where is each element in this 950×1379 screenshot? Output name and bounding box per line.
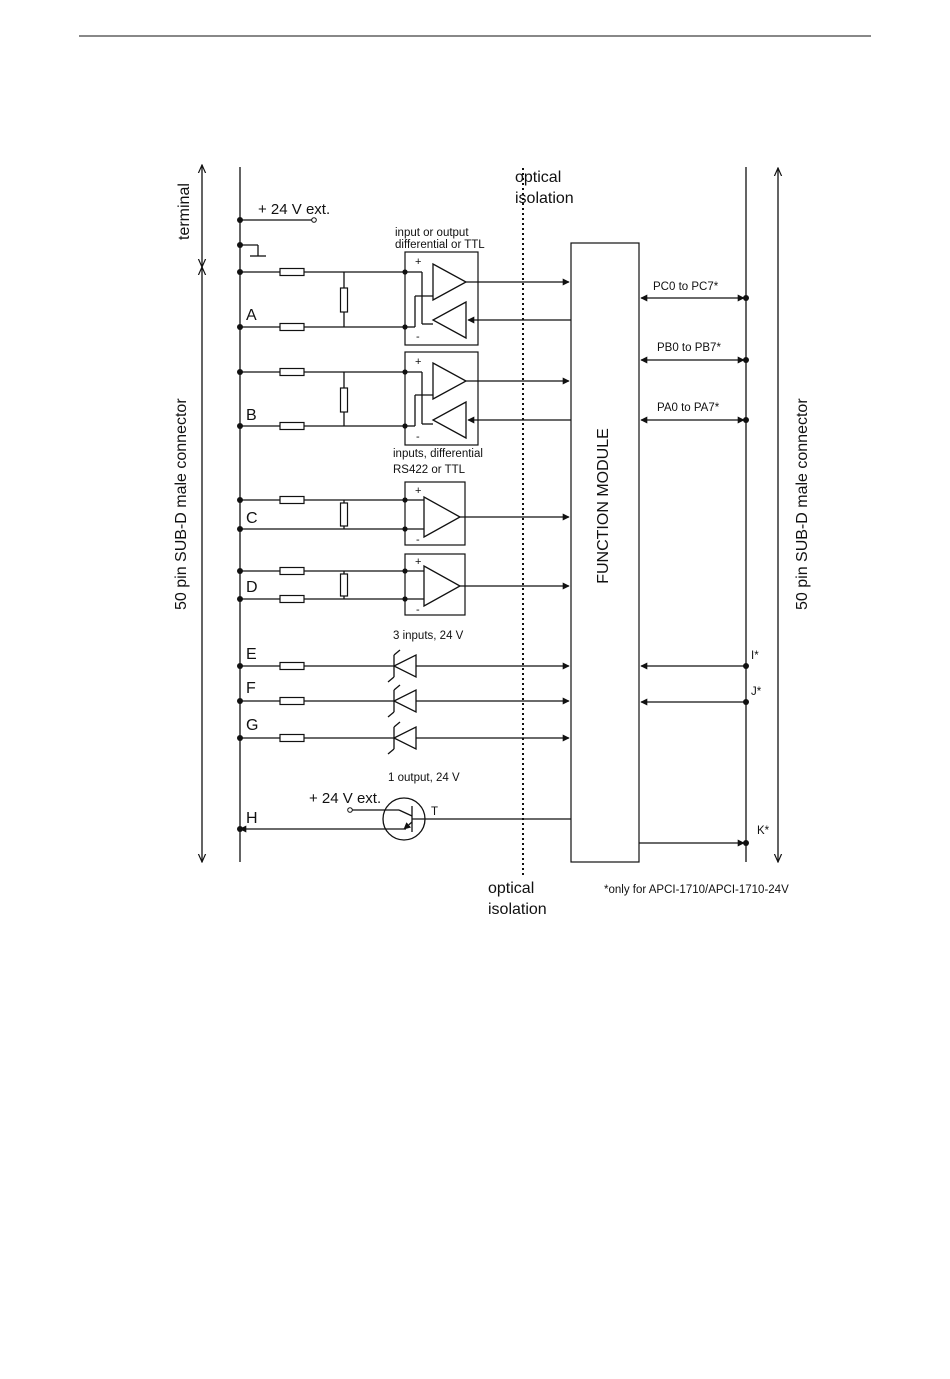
port-pb-label: PB0 to PB7* <box>657 342 721 354</box>
channel-d-label: D <box>246 579 258 596</box>
channel-a-circuit <box>237 251 571 346</box>
group-h-label: 1 output, 24 V <box>388 772 460 784</box>
optical-top-line2: isolation <box>515 190 574 207</box>
footnote: *only for APCI-1710/APCI-1710-24V <box>604 884 789 896</box>
group-ab-label-2: differential or TTL <box>395 239 485 251</box>
channel-e-label: E <box>246 646 257 663</box>
plus-b: + <box>415 356 421 368</box>
right-connector-label: 50 pin SUB-D male connector <box>794 398 811 610</box>
port-pa-arrow <box>640 416 749 424</box>
function-module-box <box>570 242 640 863</box>
function-module-label: FUNCTION MODULE <box>595 428 612 584</box>
plus-a: + <box>415 256 421 268</box>
channel-c-circuit <box>237 481 570 546</box>
channel-g-circuit <box>237 721 570 755</box>
plus-d: + <box>415 556 421 568</box>
pin-j-label: J* <box>751 686 762 698</box>
pin-i-label: I* <box>751 650 759 662</box>
channel-h-circuit <box>237 797 571 841</box>
channel-h-label: H <box>246 810 258 827</box>
optical-top-line1: optical <box>515 169 561 186</box>
port-pa-label: PA0 to PA7* <box>657 402 720 414</box>
port-pb-arrow <box>640 356 749 364</box>
channel-f-label: F <box>246 680 256 697</box>
group-ab-label-1: input or output <box>395 227 469 239</box>
ground-icon <box>237 242 266 257</box>
channel-b-label: B <box>246 407 257 424</box>
terminal-label: terminal <box>176 183 193 240</box>
minus-c: - <box>416 534 420 546</box>
left-connector-label: 50 pin SUB-D male connector <box>173 398 190 610</box>
plus-c: + <box>415 485 421 497</box>
channel-d-circuit <box>237 553 570 616</box>
channel-f-circuit <box>237 684 570 718</box>
pin-j-arrow <box>640 698 749 706</box>
supply-h-label: + 24 V ext. <box>309 790 381 807</box>
minus-a: - <box>416 331 420 343</box>
transistor-label: T <box>431 806 438 818</box>
channel-b-circuit <box>237 351 571 446</box>
channel-c-label: C <box>246 510 258 527</box>
channel-g-label: G <box>246 717 258 734</box>
pin-k-label: K* <box>757 825 770 837</box>
group-efg-label: 3 inputs, 24 V <box>393 630 464 642</box>
minus-b: - <box>416 431 420 443</box>
channel-e-circuit <box>237 649 570 683</box>
optical-bottom-line1: optical <box>488 880 534 897</box>
group-cd-label-2: RS422 or TTL <box>393 464 466 476</box>
port-pc-label: PC0 to PC7* <box>653 281 719 293</box>
minus-d: - <box>416 604 420 616</box>
group-cd-label-1: inputs, differential <box>393 448 483 460</box>
channel-a-label: A <box>246 307 257 324</box>
supply-terminal-top <box>237 217 317 223</box>
pin-i-arrow <box>640 662 749 670</box>
supply-top-label: + 24 V ext. <box>258 201 330 218</box>
pin-k-arrow <box>639 839 749 847</box>
optical-bottom-line2: isolation <box>488 901 547 918</box>
port-pc-arrow <box>640 294 749 302</box>
